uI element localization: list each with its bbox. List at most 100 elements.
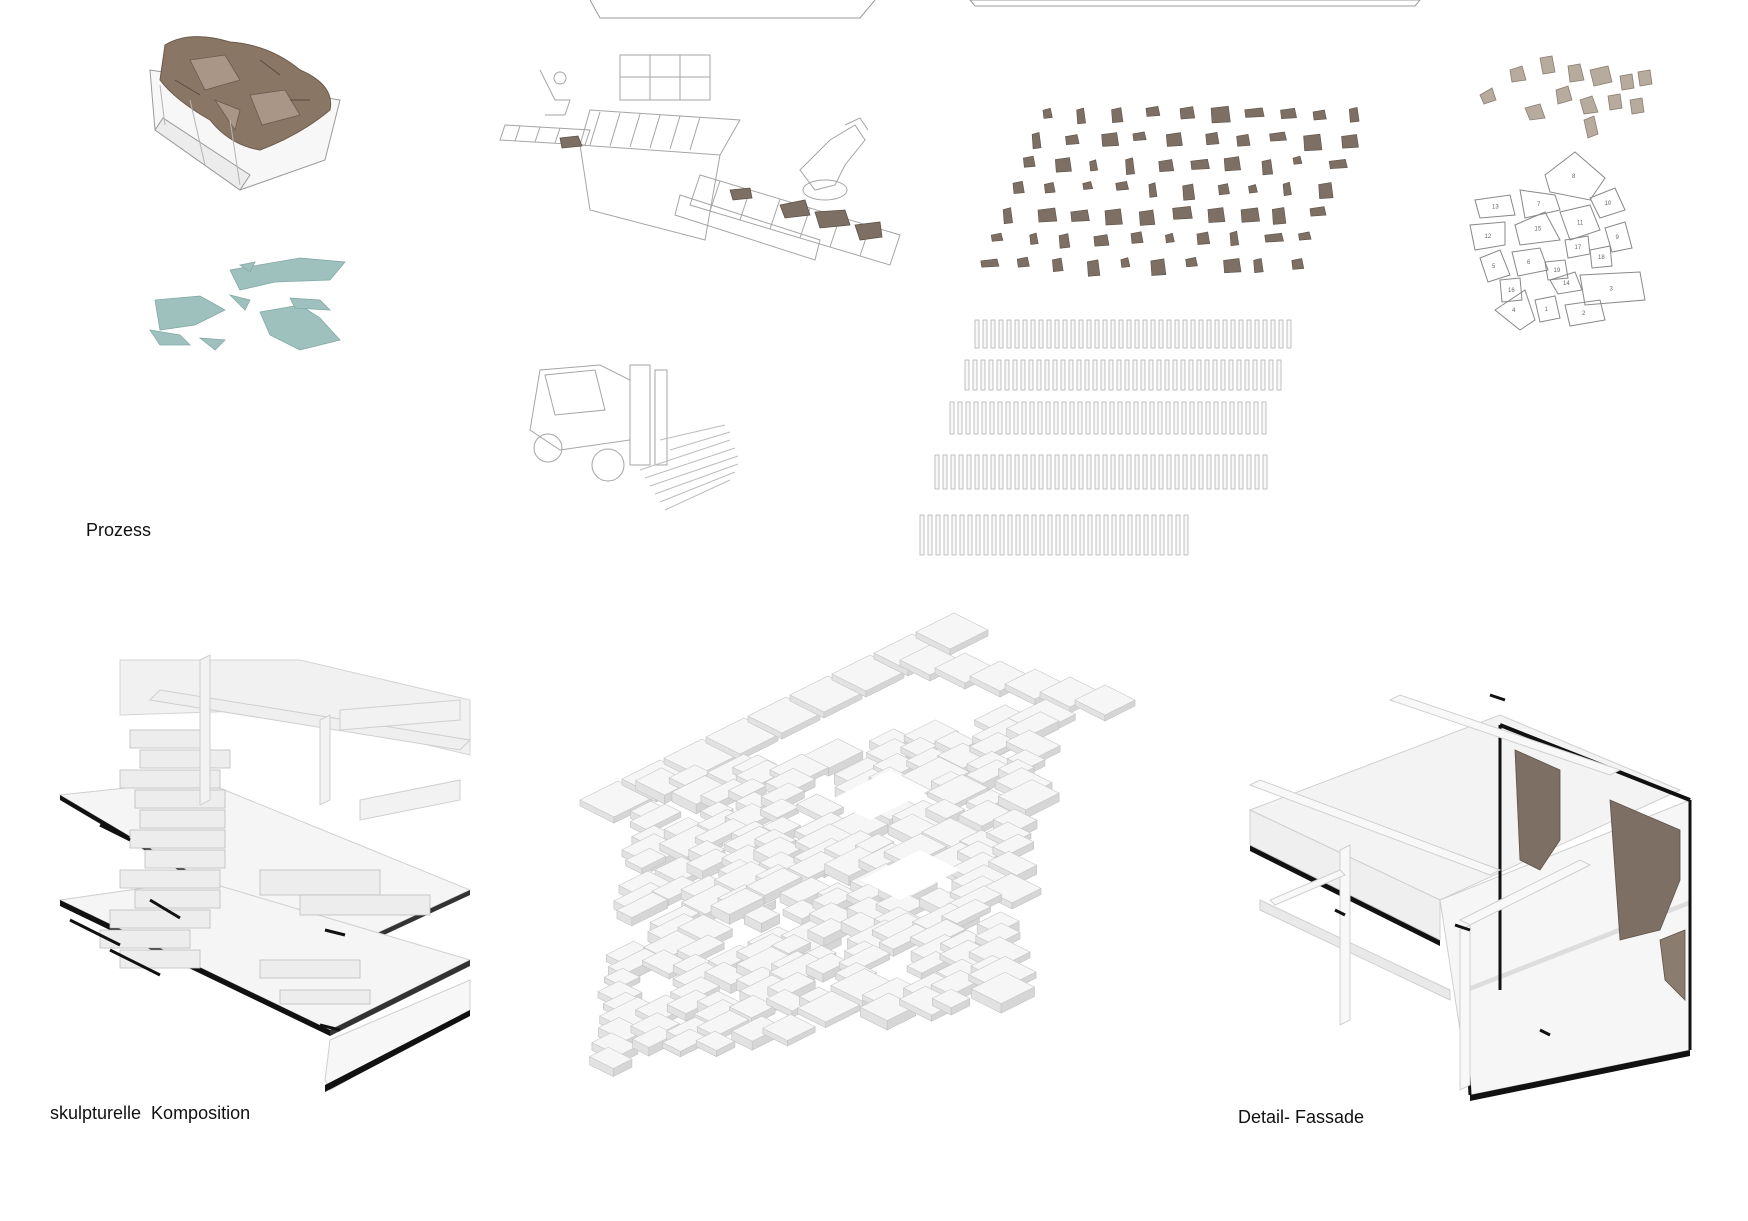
stone-piece [1145, 105, 1161, 117]
timber-beam [1109, 401, 1115, 435]
timber-beam [1062, 319, 1068, 349]
timber-beam [1044, 359, 1050, 391]
timber-beam [981, 401, 987, 435]
timber-beam [1166, 454, 1172, 490]
timber-beam [1182, 454, 1188, 490]
timber-beam [1039, 514, 1045, 556]
timber-beam [1102, 319, 1108, 349]
timber-beam [1013, 401, 1019, 435]
label-composition: skulpturelle Komposition [50, 1103, 251, 1123]
stone-piece [1150, 258, 1167, 276]
piece-number: 4 [1512, 308, 1516, 314]
stone-piece [1037, 207, 1058, 223]
stone-piece [1165, 132, 1183, 147]
piece-number: 18 [1598, 255, 1605, 261]
piece-number: 16 [1508, 288, 1515, 294]
stone-piece [1229, 230, 1240, 247]
timber-beam [1077, 401, 1083, 435]
timber-beam [1167, 514, 1173, 556]
timber-beam [1190, 454, 1196, 490]
timber-beam [1101, 401, 1107, 435]
slab-top [981, 873, 1042, 904]
timber-beam [1108, 359, 1114, 391]
timber-beam [1117, 401, 1123, 435]
timber-beam [1175, 514, 1181, 556]
stone-piece [1012, 180, 1025, 194]
timber-beam [1086, 319, 1092, 349]
stone-piece [1130, 231, 1144, 244]
timber-beam [1214, 319, 1220, 349]
stone-piece [1205, 131, 1220, 146]
timber-beam [1197, 401, 1203, 435]
timber-beam [966, 454, 972, 490]
stone-piece [1093, 234, 1110, 247]
timber-beam [1132, 359, 1138, 391]
stone-piece [1303, 133, 1323, 152]
piece-number: 17 [1575, 245, 1582, 251]
timber-beam [1061, 401, 1067, 435]
slab-top [762, 1014, 816, 1041]
timber-beam [1188, 359, 1194, 391]
timber-beam [1141, 401, 1147, 435]
stone-piece [1138, 209, 1156, 226]
timber-beam [1038, 319, 1044, 349]
timber-beam [975, 514, 981, 556]
timber-beam [1006, 454, 1012, 490]
timber-beam [1030, 319, 1036, 349]
slab-top [700, 801, 734, 819]
slab-top [1074, 684, 1136, 716]
timber-beam [1236, 359, 1242, 391]
stone-piece [1309, 206, 1327, 217]
stone-piece [1115, 180, 1129, 191]
timber-beam [1022, 319, 1028, 349]
timber-beam [1222, 454, 1228, 490]
stone-piece [1101, 132, 1120, 147]
timber-beam [1038, 454, 1044, 490]
timber-beam [1165, 401, 1171, 435]
timber-beam [1068, 359, 1074, 391]
stone-piece [1029, 232, 1039, 245]
timber-rows [919, 319, 1292, 556]
timber-beam [958, 454, 964, 490]
stone-piece [1182, 183, 1196, 201]
timber-beam [1229, 401, 1235, 435]
timber-beam [951, 514, 957, 556]
piece-number: 15 [1535, 227, 1542, 233]
stone-piece [1240, 207, 1260, 223]
timber-beam [1030, 454, 1036, 490]
stone-piece [990, 232, 1004, 242]
stone-piece [1165, 232, 1175, 244]
piece-number: 5 [1492, 264, 1496, 270]
timber-beam [1174, 454, 1180, 490]
timber-beam [1276, 359, 1282, 391]
timber-beam [1037, 401, 1043, 435]
slab-top [925, 798, 966, 819]
timber-beam [1150, 454, 1156, 490]
timber-beam [1278, 319, 1284, 349]
timber-beam [1126, 319, 1132, 349]
timber-beam [1047, 514, 1053, 556]
label-process: Prozess [86, 520, 152, 540]
stone-piece [1291, 258, 1305, 270]
stone-piece [1280, 107, 1297, 120]
timber-beam [1252, 359, 1258, 391]
timber-beam [967, 514, 973, 556]
timber-beam [1079, 514, 1085, 556]
timber-beam [1092, 359, 1098, 391]
timber-beam [1150, 319, 1156, 349]
timber-beam [1060, 359, 1066, 391]
timber-beam [1181, 401, 1187, 435]
timber-beam [1031, 514, 1037, 556]
timber-beam [1012, 359, 1018, 391]
timber-beam [1053, 401, 1059, 435]
timber-beam [1084, 359, 1090, 391]
stone-piece [1217, 183, 1230, 196]
timber-beam [919, 514, 925, 556]
timber-beam [1222, 319, 1228, 349]
slab-top [901, 756, 970, 792]
stone-piece [1089, 159, 1099, 172]
timber-beam [943, 514, 949, 556]
timber-beam [1182, 319, 1188, 349]
timber-beam [998, 454, 1004, 490]
